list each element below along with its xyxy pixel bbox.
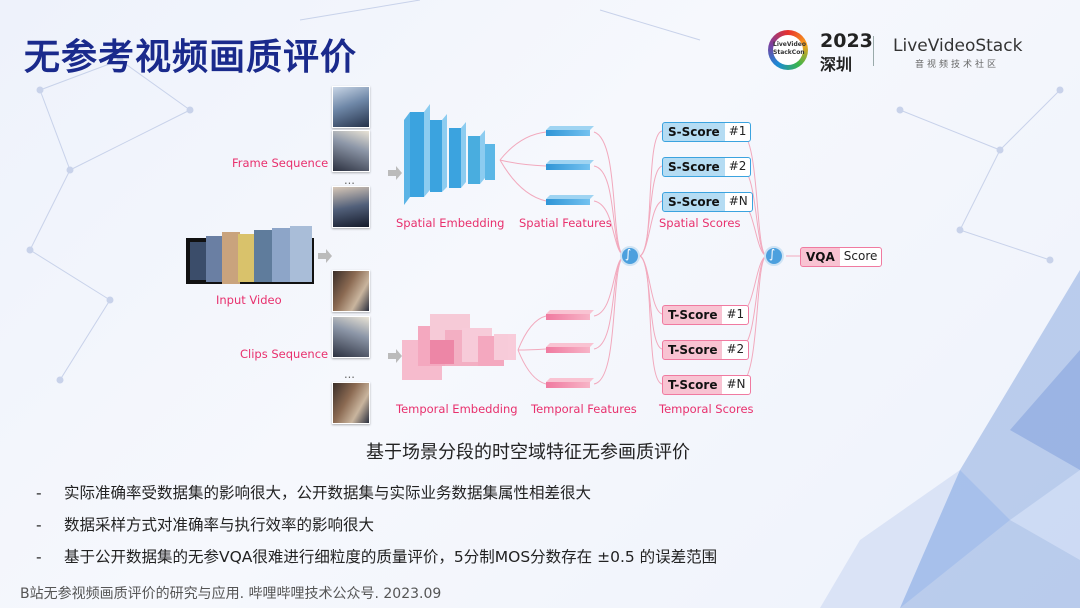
- score-fusion-sigmoid-icon: ∫: [764, 246, 784, 266]
- bullet-item: -基于公开数据集的无参VQA很难进行细粒度的质量评价，5分制MOS分数存在 ±0…: [36, 545, 717, 567]
- vqa-score-box: VQA Score: [800, 247, 882, 267]
- t-score-index: #1: [722, 306, 748, 324]
- source-citation: B站无参视频画质评价的研究与应用. 哔哩哔哩技术公众号. 2023.09: [20, 583, 441, 603]
- s-score-index: #1: [725, 123, 751, 141]
- temporal-features-label: Temporal Features: [531, 402, 637, 416]
- s-score-index: #2: [725, 158, 751, 176]
- bullet-marker: -: [36, 484, 64, 502]
- temporal-embedding-label: Temporal Embedding: [396, 402, 518, 416]
- s-score-index: #N: [725, 193, 752, 211]
- spatial-embedding-blocks: [404, 104, 495, 205]
- frame-thumbnail: [332, 86, 370, 128]
- vqa-label: VQA: [801, 248, 840, 266]
- t-score-index: #2: [722, 341, 748, 359]
- sigmoid-symbol: ∫: [769, 247, 775, 261]
- t-score-index: #N: [722, 376, 749, 394]
- spatial-feature-bars: [546, 126, 594, 205]
- input-video-label: Input Video: [216, 293, 282, 307]
- feature-fusion-sigmoid-icon: ∫: [620, 246, 640, 266]
- s-score-box: S-Score #2: [662, 157, 751, 177]
- t-score-key: T-Score: [663, 341, 722, 359]
- t-score-key: T-Score: [663, 306, 722, 324]
- t-score-box: T-Score #N: [662, 375, 751, 395]
- t-score-box: T-Score #2: [662, 340, 749, 360]
- bullet-marker: -: [36, 548, 64, 566]
- s-score-key: S-Score: [663, 193, 725, 211]
- t-score-box: T-Score #1: [662, 305, 749, 325]
- s-score-box: S-Score #1: [662, 122, 751, 142]
- s-score-key: S-Score: [663, 158, 725, 176]
- spatial-embedding-label: Spatial Embedding: [396, 216, 504, 230]
- diagram-caption: 基于场景分段的时空域特征无参画质评价: [366, 438, 690, 464]
- bullet-item: -实际准确率受数据集的影响很大，公开数据集与实际业务数据集属性相差很大: [36, 481, 591, 503]
- temporal-embedding-blocks: [402, 314, 516, 380]
- temporal-feature-bars: [546, 310, 594, 388]
- spatial-scores-label: Spatial Scores: [659, 216, 740, 230]
- bullet-text: 基于公开数据集的无参VQA很难进行细粒度的质量评价，5分制MOS分数存在 ±0.…: [64, 548, 717, 566]
- temporal-scores-label: Temporal Scores: [659, 402, 754, 416]
- input-video-film-strip: [186, 226, 314, 284]
- s-score-key: S-Score: [663, 123, 725, 141]
- t-score-key: T-Score: [663, 376, 722, 394]
- clip-thumbnail: [332, 270, 370, 312]
- spatial-features-label: Spatial Features: [519, 216, 612, 230]
- clip-ellipsis: ...: [344, 367, 355, 381]
- bullet-item: -数据采样方式对准确率与执行效率的影响很大: [36, 513, 374, 535]
- clips-sequence-label: Clips Sequence: [240, 347, 328, 361]
- clip-thumbnail: [332, 316, 370, 358]
- s-score-box: S-Score #N: [662, 192, 753, 212]
- bullet-marker: -: [36, 516, 64, 534]
- frame-thumbnail: [332, 186, 370, 228]
- bullet-text: 实际准确率受数据集的影响很大，公开数据集与实际业务数据集属性相差很大: [64, 484, 591, 502]
- frame-ellipsis: ...: [344, 173, 355, 187]
- clip-thumbnail: [332, 382, 370, 424]
- frame-sequence-label: Frame Sequence: [232, 156, 328, 170]
- vqa-score-value: Score: [840, 248, 882, 266]
- frame-thumbnail: [332, 130, 370, 172]
- bullet-text: 数据采样方式对准确率与执行效率的影响很大: [64, 516, 374, 534]
- sigmoid-symbol: ∫: [625, 247, 631, 261]
